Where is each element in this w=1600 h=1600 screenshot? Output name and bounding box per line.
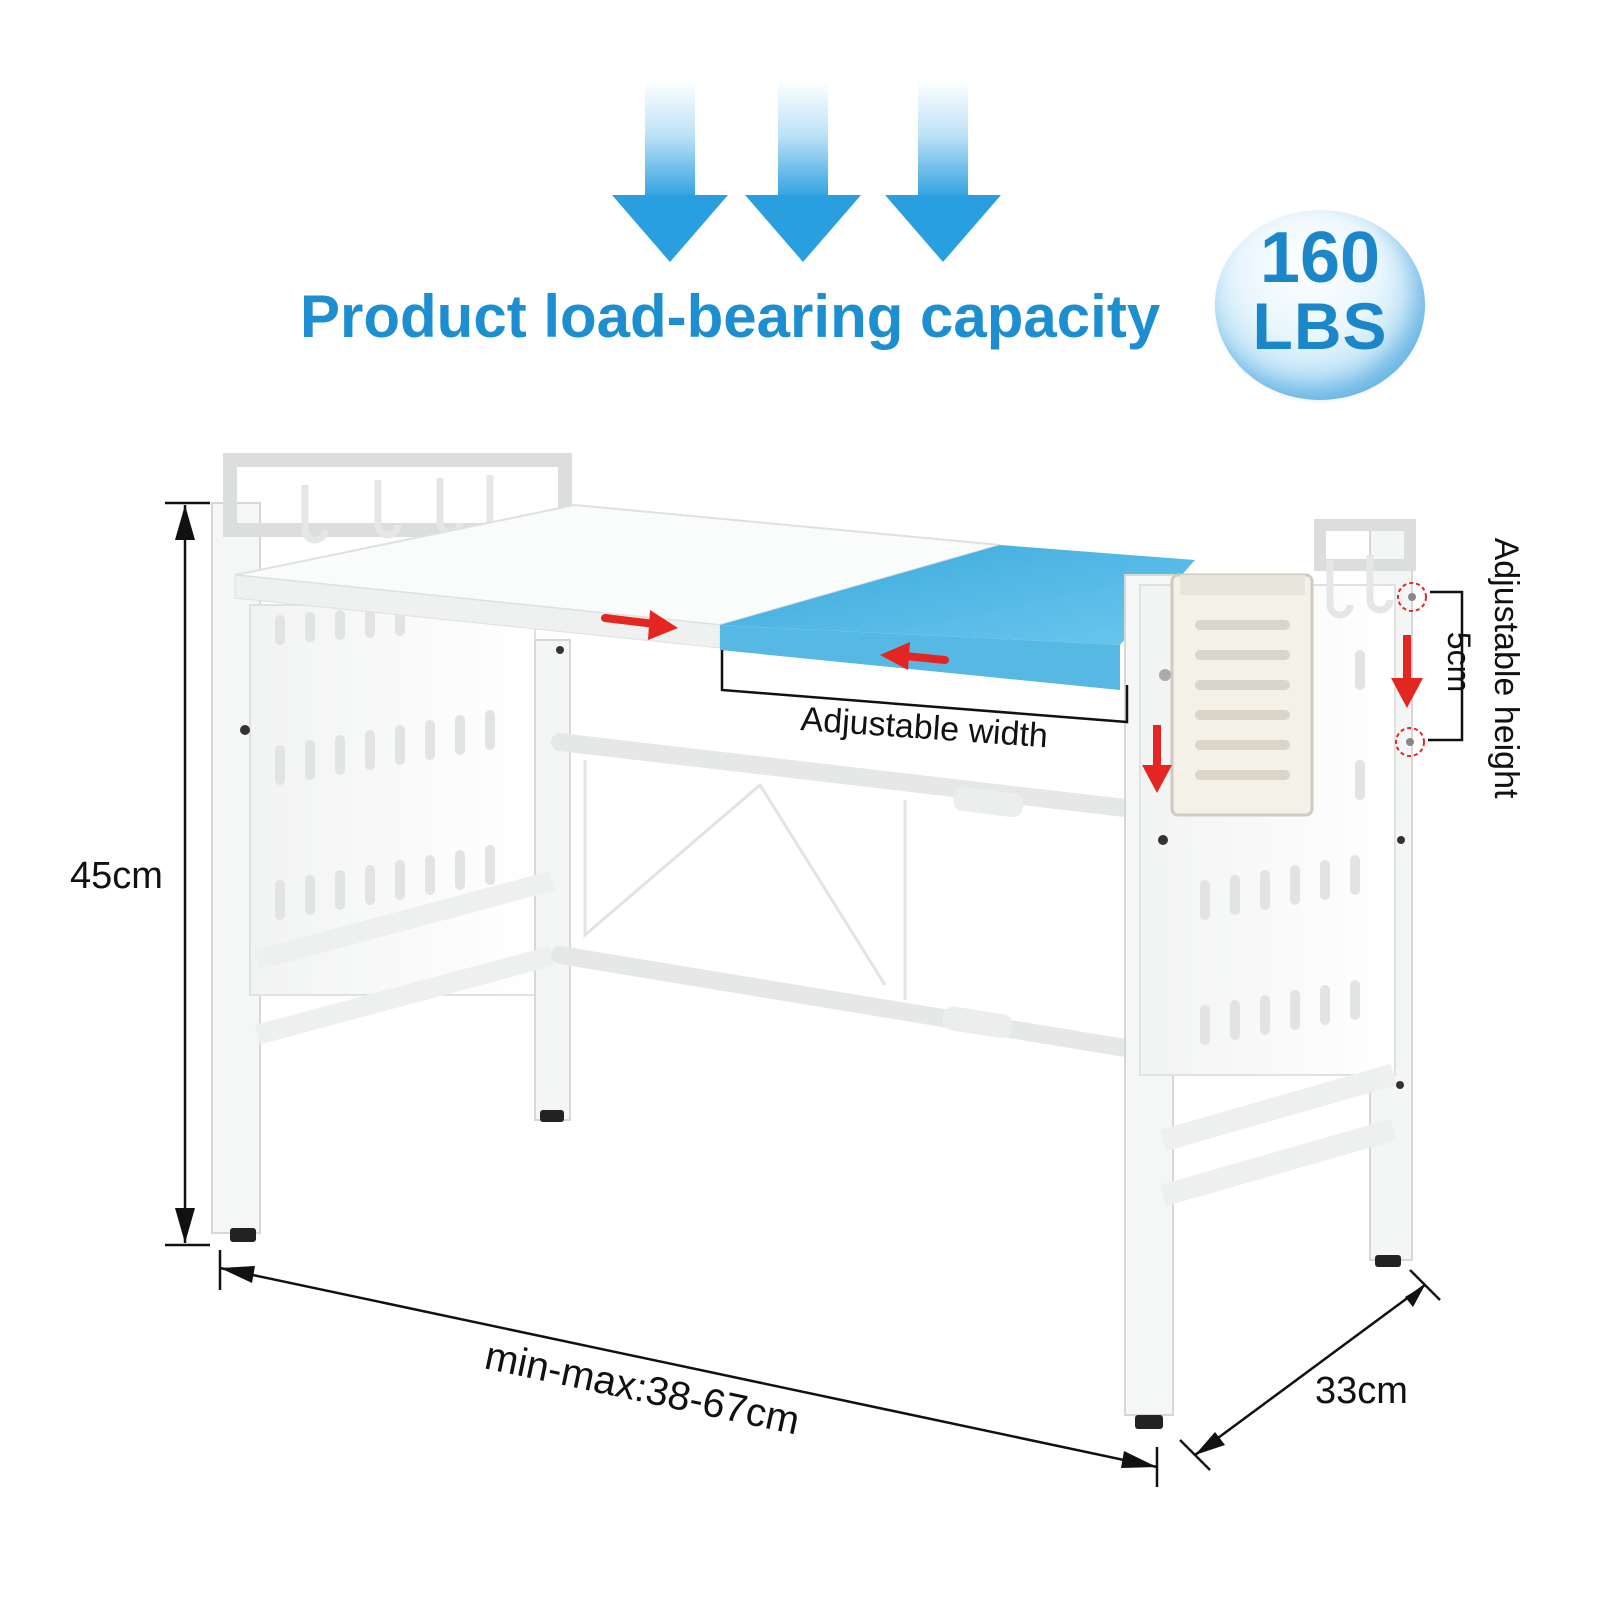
dimension-arrow-icon [165,501,210,1247]
headline: Product load-bearing capacity [300,283,1161,350]
depth-label: 33cm [1315,1370,1408,1412]
red-arrow-icon [1142,725,1172,793]
hooks [1326,555,1394,619]
dimension-arrow-icon [1179,1269,1441,1471]
capacity-value: 160 [1259,218,1381,298]
step-label: 5cm [1441,632,1477,692]
red-arrow-icon [601,610,678,640]
step-bracket [1428,590,1464,742]
utensil-holder [1159,573,1314,817]
height-label: 45cm [70,855,163,897]
cross-bars [551,733,1134,1057]
capacity-unit: LBS [1252,289,1388,363]
shelf-top [234,503,1195,690]
capacity-badge: 160 LBS [1215,210,1425,400]
down-arrow-icon [885,80,1001,262]
dimension-arrow-icon [218,1250,1159,1487]
width-range-label: min-max:38-67cm [481,1334,803,1444]
down-arrow-icon [745,80,861,262]
width-bracket [720,650,1129,724]
red-arrow-icon [880,642,949,670]
adjustable-width-label: Adjustable width [799,700,1049,755]
down-arrow-icon [612,80,728,262]
adjustable-height-label: Adjustable height [1487,538,1525,799]
red-arrow-icon [1391,635,1423,708]
height-peg-marks [1395,582,1427,757]
